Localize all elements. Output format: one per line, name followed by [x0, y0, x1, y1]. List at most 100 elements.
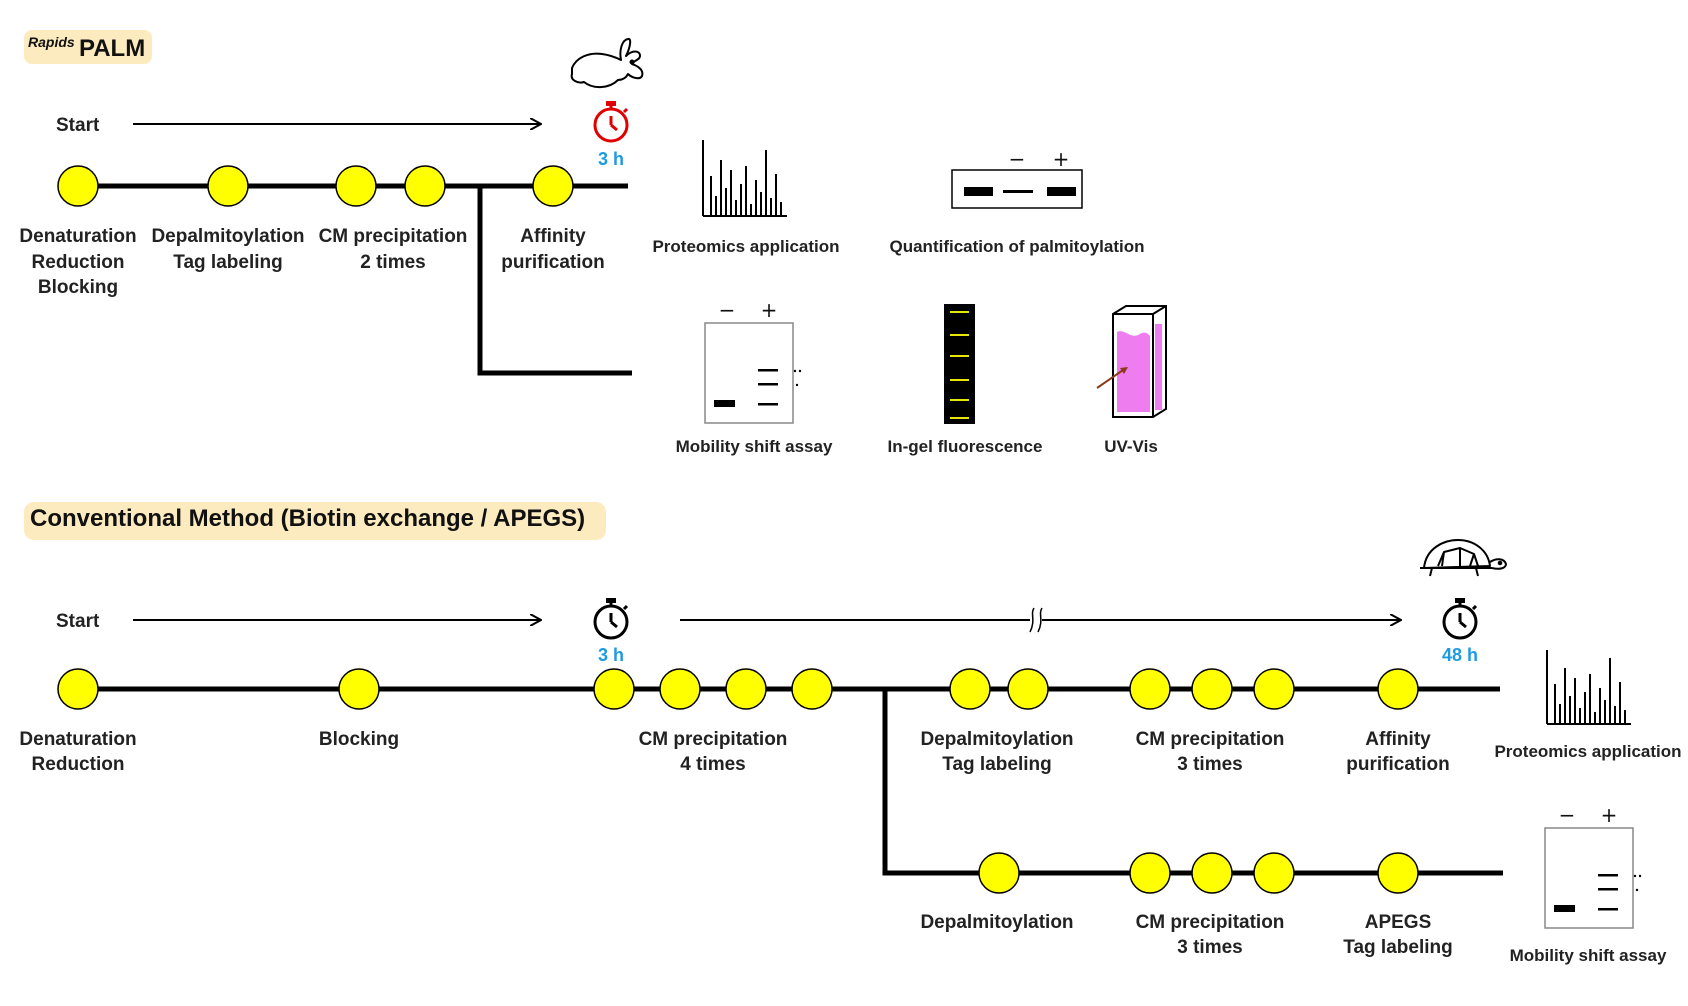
cuvette-icon — [1096, 305, 1167, 418]
svg-text:Blocking: Blocking — [38, 277, 118, 298]
rapid-title-superscript: Rapids — [28, 34, 75, 50]
turtle-icon — [1420, 539, 1507, 577]
conv-node-8 — [1007, 668, 1049, 710]
svg-text:Depalmitoylation: Depalmitoylation — [920, 912, 1073, 933]
rapid-section: Rapids PALM Start 3 h Denaturation — [19, 30, 1167, 456]
svg-text:Tag labeling: Tag labeling — [942, 754, 1051, 775]
conv-node-12 — [1377, 668, 1419, 710]
rapid-app-fluorescence-label: In-gel fluorescence — [888, 437, 1043, 456]
conv-node-11 — [1253, 668, 1295, 710]
svg-text:Reduction: Reduction — [32, 252, 125, 273]
conv-branch-top-1: Depalmitoylation Tag labeling — [920, 729, 1073, 775]
conv-node-2 — [338, 668, 380, 710]
conv-branch-top-2: CM precipitation 3 times — [1136, 729, 1285, 775]
svg-text:Reduction: Reduction — [32, 754, 125, 775]
conv-app-proteomics-label: Proteomics application — [1494, 742, 1681, 761]
conv-node-1 — [57, 668, 99, 710]
svg-text:−: − — [719, 298, 736, 322]
svg-text:−: − — [1009, 147, 1026, 171]
svg-text:2 times: 2 times — [360, 252, 425, 273]
svg-text:CM precipitation: CM precipitation — [1136, 912, 1285, 933]
conv-branch-node-3 — [1191, 852, 1233, 894]
rapid-step-4: Affinity purification — [501, 226, 604, 273]
svg-text:purification: purification — [1346, 754, 1449, 775]
rapid-start-label: Start — [56, 115, 100, 136]
quantification-gel-icon: − + — [951, 147, 1083, 209]
svg-text:CM precipitation: CM precipitation — [319, 226, 468, 247]
svg-text:Depalmitoylation: Depalmitoylation — [920, 729, 1073, 750]
rapid-time-label: 3 h — [598, 149, 624, 169]
conventional-start-label: Start — [56, 611, 100, 632]
conv-step-3: CM precipitation 4 times — [639, 729, 788, 775]
svg-text:4 times: 4 times — [680, 754, 745, 775]
conv-node-10 — [1191, 668, 1233, 710]
svg-text:purification: purification — [501, 252, 604, 273]
conv-app-mobility-label: Mobility shift assay — [1510, 946, 1667, 965]
conventional-section: Conventional Method (Biotin exchange / A… — [19, 502, 1682, 965]
svg-text:Denaturation: Denaturation — [19, 226, 136, 247]
svg-text:Tag labeling: Tag labeling — [1343, 937, 1452, 958]
conv-branch-top-3: Affinity purification — [1346, 729, 1449, 775]
conv-node-5 — [725, 668, 767, 710]
rapid-app-mobility-label: Mobility shift assay — [676, 437, 833, 456]
rapid-title-highlight — [24, 30, 152, 64]
conventional-branch-line — [882, 689, 1503, 876]
rapid-node-2 — [207, 165, 249, 207]
conv-branch-bottom-3: APEGS Tag labeling — [1343, 912, 1452, 958]
conv-branch-node-2 — [1129, 852, 1171, 894]
conv-node-9 — [1129, 668, 1171, 710]
conventional-title: Conventional Method (Biotin exchange / A… — [30, 505, 585, 532]
rapid-branch-line — [477, 186, 632, 376]
rabbit-icon — [570, 38, 644, 88]
rapid-node-1 — [57, 165, 99, 207]
svg-text:CM precipitation: CM precipitation — [639, 729, 788, 750]
rapid-title: PALM — [79, 35, 145, 62]
mass-spectrum-icon — [702, 140, 787, 217]
svg-text:Affinity: Affinity — [1365, 729, 1431, 750]
conventional-title-highlight — [24, 502, 606, 540]
rapid-app-proteomics-label: Proteomics application — [652, 237, 839, 256]
conv-branch-node-1 — [978, 852, 1020, 894]
svg-text:3 times: 3 times — [1177, 937, 1242, 958]
svg-text:APEGS: APEGS — [1365, 912, 1432, 933]
conv-branch-bottom-2: CM precipitation 3 times — [1136, 912, 1285, 958]
rapid-app-uvvis-label: UV-Vis — [1104, 437, 1158, 456]
rapid-node-4 — [404, 165, 446, 207]
conv-node-3 — [593, 668, 635, 710]
svg-text:+: + — [1601, 803, 1618, 827]
mobility-shift-gel-icon-conventional: − + — [1544, 803, 1642, 929]
rapid-step-1: Denaturation Reduction Blocking — [19, 226, 136, 298]
conv-node-4 — [659, 668, 701, 710]
stopwatch-icon-fast — [593, 101, 629, 143]
conv-step-2: Blocking — [319, 729, 399, 750]
stopwatch-icon-48h — [1442, 598, 1478, 640]
conv-node-7 — [949, 668, 991, 710]
svg-text:Depalmitoylation: Depalmitoylation — [151, 226, 304, 247]
stopwatch-icon-3h — [593, 598, 629, 640]
conv-branch-node-4 — [1253, 852, 1295, 894]
svg-text:CM precipitation: CM precipitation — [1136, 729, 1285, 750]
conv-branch-node-5 — [1377, 852, 1419, 894]
rapid-app-quantification-label: Quantification of palmitoylation — [890, 237, 1145, 256]
svg-text:+: + — [1053, 147, 1070, 171]
timeline-break-icon — [1029, 607, 1043, 633]
svg-text:Tag labeling: Tag labeling — [173, 252, 282, 273]
mass-spectrum-icon-conventional — [1546, 650, 1631, 725]
mobility-shift-gel-icon: − + — [704, 298, 802, 424]
conv-branch-bottom-1: Depalmitoylation — [920, 912, 1073, 933]
conventional-time-label-1: 3 h — [598, 645, 624, 665]
rapid-node-5 — [532, 165, 574, 207]
rapid-step-2: Depalmitoylation Tag labeling — [151, 226, 304, 273]
svg-text:+: + — [761, 298, 778, 322]
rapid-node-3 — [335, 165, 377, 207]
svg-text:Denaturation: Denaturation — [19, 729, 136, 750]
conventional-time-label-2: 48 h — [1442, 645, 1478, 665]
svg-text:Affinity: Affinity — [520, 226, 586, 247]
conv-node-6 — [791, 668, 833, 710]
fluorescence-gel-icon — [944, 304, 975, 424]
svg-text:Blocking: Blocking — [319, 729, 399, 750]
svg-text:−: − — [1559, 803, 1576, 827]
rapid-step-3: CM precipitation 2 times — [319, 226, 468, 273]
conv-step-1: Denaturation Reduction — [19, 729, 136, 775]
